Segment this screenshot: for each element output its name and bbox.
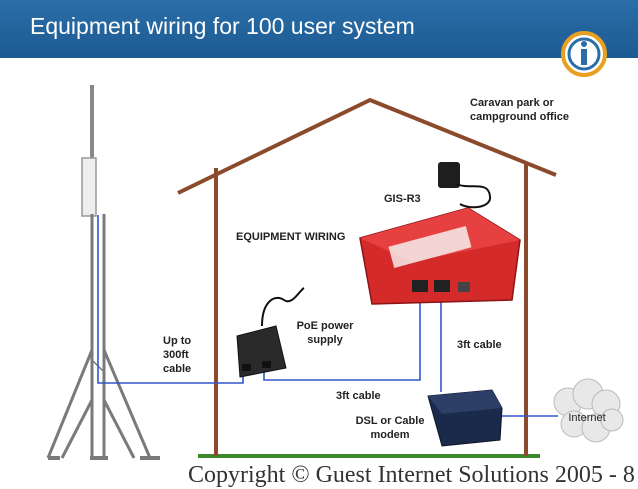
cable-length-label: Up to 300ft cable xyxy=(163,335,192,375)
poe-label: PoE power supply xyxy=(296,320,354,346)
router-box xyxy=(359,207,521,305)
logo-icon xyxy=(561,31,607,77)
power-adapter-icon xyxy=(438,162,492,209)
copyright-footer: Copyright © Guest Internet Solutions 200… xyxy=(188,462,635,488)
modem-label: DSL or Cable modem xyxy=(355,415,425,441)
poe-router-cable-label: 3ft cable xyxy=(336,390,381,402)
slide-header: Equipment wiring for 100 user system xyxy=(0,0,638,58)
internet-label: Internet xyxy=(568,412,606,424)
diagram-canvas xyxy=(46,85,624,460)
house-outline xyxy=(177,97,557,456)
router-label: GIS-R3 xyxy=(384,193,421,205)
poe-injector xyxy=(236,287,305,378)
office-label: Caravan park or campground office xyxy=(470,97,570,123)
modem-box xyxy=(427,389,503,447)
antenna-tower xyxy=(46,85,160,460)
internet-cloud-icon xyxy=(553,378,624,443)
router-modem-cable-label: 3ft cable xyxy=(457,339,502,351)
network-cables xyxy=(97,215,558,417)
equipment-wiring-label: EQUIPMENT WIRING xyxy=(236,231,346,243)
slide-title: Equipment wiring for 100 user system xyxy=(30,13,415,39)
